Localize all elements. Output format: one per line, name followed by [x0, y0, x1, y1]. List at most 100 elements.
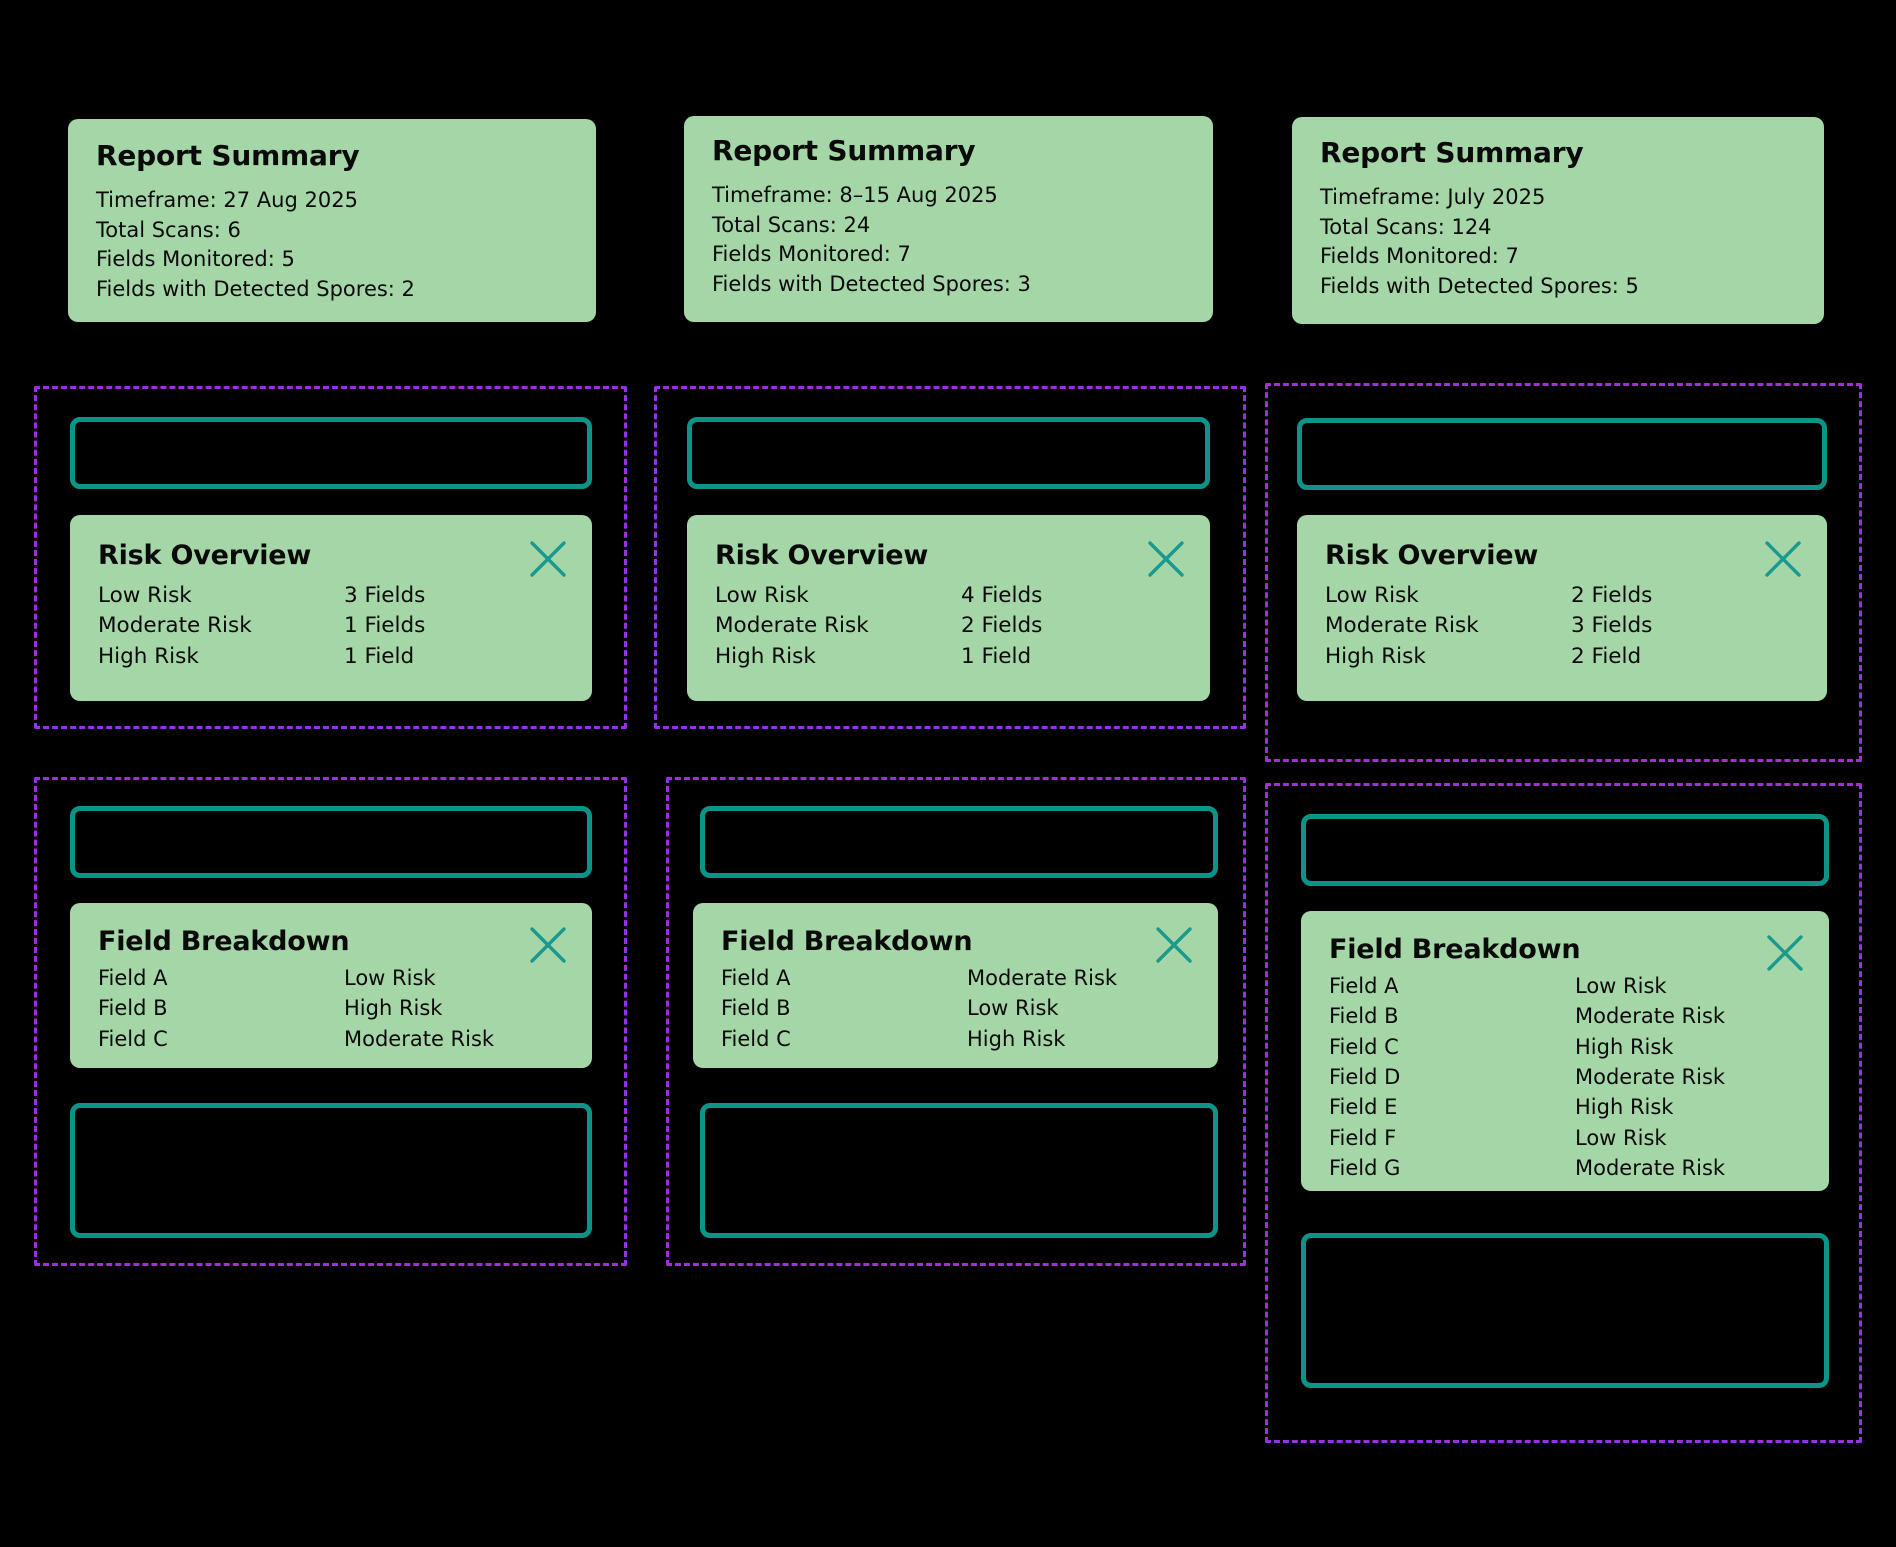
field-breakdown-table: Field A Low Risk Field B Moderate Risk F… — [1329, 971, 1801, 1184]
table-row: High Risk 2 Field — [1325, 642, 1799, 673]
field-name: Field F — [1329, 1125, 1397, 1150]
field-name: Field A — [721, 965, 791, 990]
risk-level-value: 1 Field — [344, 644, 415, 670]
field-breakdown-title: Field Breakdown — [1329, 934, 1581, 965]
field-name: Field B — [721, 996, 791, 1021]
table-row: Field B Low Risk — [721, 993, 1190, 1023]
risk-level-value: 1 Field — [961, 644, 1032, 670]
placeholder-box-fb-bottom-1[interactable] — [70, 1103, 592, 1238]
table-row: Field B Moderate Risk — [1329, 1001, 1801, 1031]
risk-level-label: Moderate Risk — [1325, 613, 1479, 639]
table-row: Moderate Risk 1 Fields — [98, 611, 564, 642]
placeholder-box-risk-1[interactable] — [70, 417, 592, 489]
risk-overview-table: Low Risk 4 Fields Moderate Risk 2 Fields… — [715, 581, 1182, 673]
field-name: Field C — [98, 1026, 168, 1051]
field-breakdown-title: Field Breakdown — [721, 926, 973, 957]
field-breakdown-group-3 — [1265, 783, 1862, 1443]
summary-line-total-scans: Total Scans: 6 — [96, 217, 241, 242]
field-name: Field C — [721, 1026, 791, 1051]
summary-line-fields-with-spores: Fields with Detected Spores: 2 — [96, 277, 415, 302]
report-summary-title: Report Summary — [96, 139, 360, 172]
field-name: Field B — [98, 996, 168, 1021]
risk-overview-table: Low Risk 3 Fields Moderate Risk 1 Fields… — [98, 581, 564, 673]
risk-overview-card-3: Risk Overview Low Risk 2 Fields Moderate… — [1297, 515, 1827, 701]
field-risk: Moderate Risk — [1575, 1156, 1726, 1181]
close-x-icon[interactable] — [1759, 535, 1807, 583]
risk-overview-title: Risk Overview — [715, 540, 929, 571]
risk-level-label: High Risk — [98, 644, 199, 670]
risk-level-value: 3 Fields — [344, 582, 426, 608]
table-row: Field D Moderate Risk — [1329, 1062, 1801, 1092]
table-row: Field C Moderate Risk — [98, 1024, 564, 1054]
field-breakdown-card-2: Field Breakdown Field A Moderate Risk Fi… — [693, 903, 1218, 1068]
placeholder-box-fb-top-1[interactable] — [70, 806, 592, 878]
field-name: Field G — [1329, 1156, 1401, 1181]
close-x-icon[interactable] — [1142, 535, 1190, 583]
placeholder-box-risk-2[interactable] — [687, 417, 1210, 489]
table-row: Field B High Risk — [98, 993, 564, 1023]
field-name: Field D — [1329, 1065, 1401, 1089]
table-row: Field A Low Risk — [1329, 971, 1801, 1001]
placeholder-box-fb-top-2[interactable] — [700, 806, 1218, 878]
field-risk: Moderate Risk — [1575, 1065, 1726, 1089]
risk-overview-group-1 — [34, 386, 627, 729]
summary-line-fields-monitored: Fields Monitored: 5 — [96, 247, 295, 272]
risk-overview-card-1: Risk Overview Low Risk 3 Fields Moderate… — [70, 515, 592, 701]
table-row: Low Risk 3 Fields — [98, 581, 564, 612]
report-summary-card-2: Report Summary Timeframe: 8–15 Aug 2025 … — [684, 116, 1213, 322]
field-risk: Low Risk — [1575, 1125, 1667, 1150]
table-row: Moderate Risk 2 Fields — [715, 611, 1182, 642]
close-x-icon[interactable] — [1761, 929, 1809, 977]
placeholder-box-fb-bottom-2[interactable] — [700, 1103, 1218, 1238]
report-summary-lines: Timeframe: July 2025 Total Scans: 124 Fi… — [1320, 183, 1796, 302]
field-risk: High Risk — [1575, 1095, 1674, 1120]
risk-overview-title: Risk Overview — [1325, 540, 1539, 571]
table-row: High Risk 1 Field — [98, 642, 564, 673]
field-risk: Low Risk — [344, 965, 436, 990]
summary-line-fields-with-spores: Fields with Detected Spores: 5 — [1320, 274, 1639, 299]
table-row: Field C High Risk — [1329, 1032, 1801, 1062]
field-name: Field E — [1329, 1095, 1398, 1120]
close-x-icon[interactable] — [524, 921, 572, 969]
risk-level-value: 2 Fields — [1571, 582, 1653, 608]
field-risk: Moderate Risk — [1575, 1004, 1726, 1029]
close-x-icon[interactable] — [524, 535, 572, 583]
risk-overview-title: Risk Overview — [98, 540, 312, 571]
risk-level-label: Low Risk — [98, 582, 192, 608]
field-breakdown-group-2 — [666, 777, 1246, 1266]
risk-level-label: High Risk — [1325, 644, 1426, 670]
field-breakdown-table: Field A Low Risk Field B High Risk Field… — [98, 963, 564, 1054]
report-summary-lines: Timeframe: 27 Aug 2025 Total Scans: 6 Fi… — [96, 186, 568, 305]
summary-line-total-scans: Total Scans: 124 — [1320, 214, 1492, 239]
field-name: Field A — [98, 965, 168, 990]
summary-line-total-scans: Total Scans: 24 — [712, 212, 871, 237]
risk-level-value: 1 Fields — [344, 613, 426, 639]
field-risk: Moderate Risk — [344, 1026, 495, 1051]
summary-line-fields-with-spores: Fields with Detected Spores: 3 — [712, 272, 1031, 297]
risk-level-value: 2 Fields — [961, 613, 1043, 639]
placeholder-box-risk-3[interactable] — [1297, 418, 1827, 490]
table-row: Low Risk 2 Fields — [1325, 581, 1799, 612]
risk-overview-group-3 — [1265, 383, 1862, 762]
risk-overview-group-2 — [654, 386, 1246, 729]
field-breakdown-title: Field Breakdown — [98, 926, 350, 957]
table-row: Field A Low Risk — [98, 963, 564, 993]
field-risk: High Risk — [1575, 1034, 1674, 1059]
field-name: Field B — [1329, 1004, 1399, 1029]
field-risk: Moderate Risk — [967, 965, 1118, 990]
field-risk: High Risk — [344, 996, 443, 1021]
table-row: Field A Moderate Risk — [721, 963, 1190, 993]
table-row: Field C High Risk — [721, 1024, 1190, 1054]
risk-level-value: 2 Field — [1571, 644, 1642, 670]
close-x-icon[interactable] — [1150, 921, 1198, 969]
placeholder-box-fb-bottom-3[interactable] — [1301, 1233, 1829, 1388]
risk-level-label: Low Risk — [715, 582, 809, 608]
placeholder-box-fb-top-3[interactable] — [1301, 814, 1829, 886]
risk-overview-table: Low Risk 2 Fields Moderate Risk 3 Fields… — [1325, 581, 1799, 673]
risk-level-label: Low Risk — [1325, 582, 1419, 608]
field-breakdown-card-1: Field Breakdown Field A Low Risk Field B… — [70, 903, 592, 1068]
report-summary-title: Report Summary — [712, 134, 976, 167]
report-summary-title: Report Summary — [1320, 136, 1584, 169]
summary-line-fields-monitored: Fields Monitored: 7 — [712, 242, 911, 267]
table-row: Field G Moderate Risk — [1329, 1153, 1801, 1183]
